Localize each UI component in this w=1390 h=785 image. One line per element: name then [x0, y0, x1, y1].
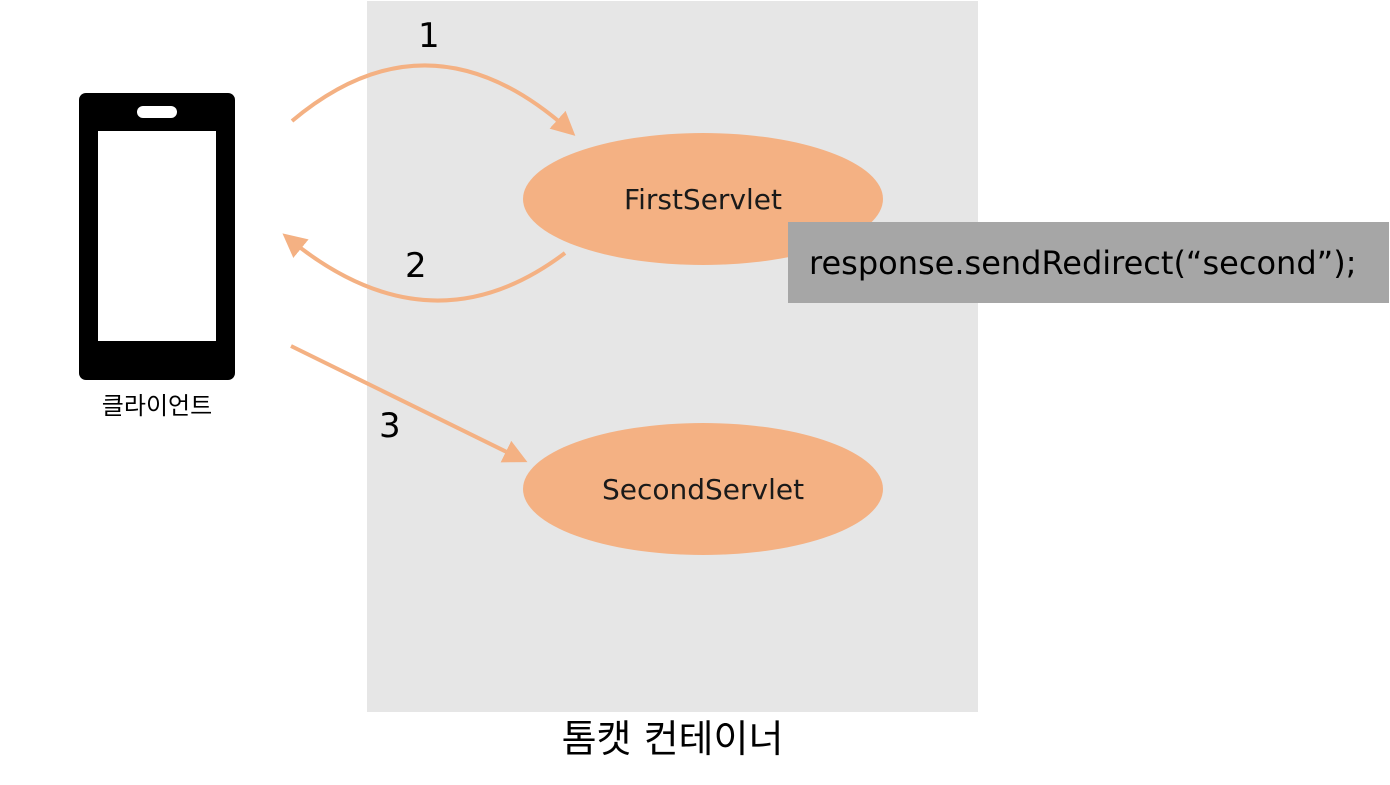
- tomcat-container-label: 톰캣 컨테이너: [561, 717, 784, 761]
- phone-speaker: [137, 106, 177, 118]
- second-servlet-label: SecondServlet: [601, 472, 805, 506]
- redirect-code-box: response.sendRedirect(“second”);: [788, 222, 1389, 303]
- phone-screen: [98, 131, 216, 341]
- client-label: 클라이언트: [101, 392, 213, 420]
- smartphone-icon: [79, 93, 235, 380]
- tomcat-container: [367, 1, 978, 712]
- step-number-1: 1: [418, 16, 440, 56]
- second-servlet-node: SecondServlet: [523, 423, 883, 555]
- redirect-code-text: response.sendRedirect(“second”);: [809, 243, 1357, 282]
- step-number-2: 2: [405, 246, 427, 286]
- step-number-3: 3: [379, 406, 401, 446]
- first-servlet-label: FirstServlet: [624, 182, 782, 216]
